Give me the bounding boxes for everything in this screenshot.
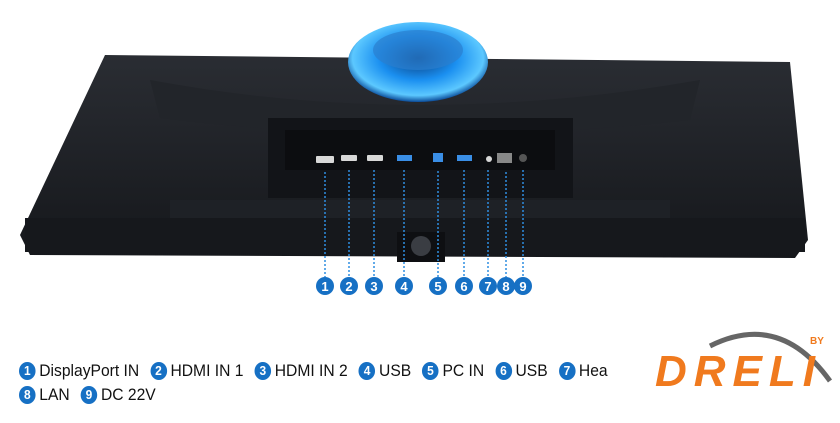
svg-text:DRELI: DRELI [655,347,816,396]
port-marker-number: 5 [434,279,441,294]
legend-number-badge: 6 [495,361,512,380]
port-marker [340,277,358,295]
displayport-port [316,156,334,163]
port-marker [455,277,473,295]
port-marker [429,277,447,295]
port-marker-number: 6 [460,279,467,294]
hdmi1-port [341,155,357,161]
lan-port [497,153,512,163]
joystick-icon [411,236,431,256]
legend-number-badge: 2 [150,361,167,380]
legend-number-badge: 7 [558,361,576,380]
legend-number-badge: 8 [19,385,36,404]
port-marker-number: 7 [484,279,491,294]
port-marker [395,277,413,295]
legend-number-badge: 1 [19,361,36,380]
legend-number-badge: 5 [422,361,439,380]
port-marker [365,277,383,295]
headphone-port [486,156,492,162]
port-marker-number: 1 [321,279,328,294]
legend-label: DC 22V [100,384,156,404]
dreli-logo: DRELI BY [655,331,833,396]
usb-port [397,155,412,161]
legend-label: DisplayPort IN [39,360,140,380]
port-marker [514,277,532,295]
port-marker-number: 3 [370,279,377,294]
legend-label: Hea [578,360,608,380]
svg-text:BY: BY [810,336,824,347]
port-marker-number: 2 [345,279,352,294]
legend-number-badge: 4 [358,361,376,380]
legend-label: PC IN [442,360,485,380]
hdmi2-port [367,155,383,161]
legend-label: HDMI IN 1 [170,360,244,380]
dc-port [519,154,527,162]
pc-in-port [433,153,443,162]
port-marker-number: 4 [400,279,408,294]
bottom-strip [170,200,670,218]
legend-label: LAN [39,384,70,404]
legend-label: HDMI IN 2 [274,360,348,380]
port-marker [479,277,497,295]
port-marker [497,277,515,295]
port-marker-number: 9 [519,279,526,294]
port-marker-number: 8 [502,279,509,294]
legend-number-badge: 9 [80,385,98,404]
legend-label: USB [379,360,412,380]
legend-number-badge: 3 [254,361,272,380]
legend-label: USB [515,360,548,380]
port-marker [316,277,334,295]
usb-port-2 [457,155,472,161]
